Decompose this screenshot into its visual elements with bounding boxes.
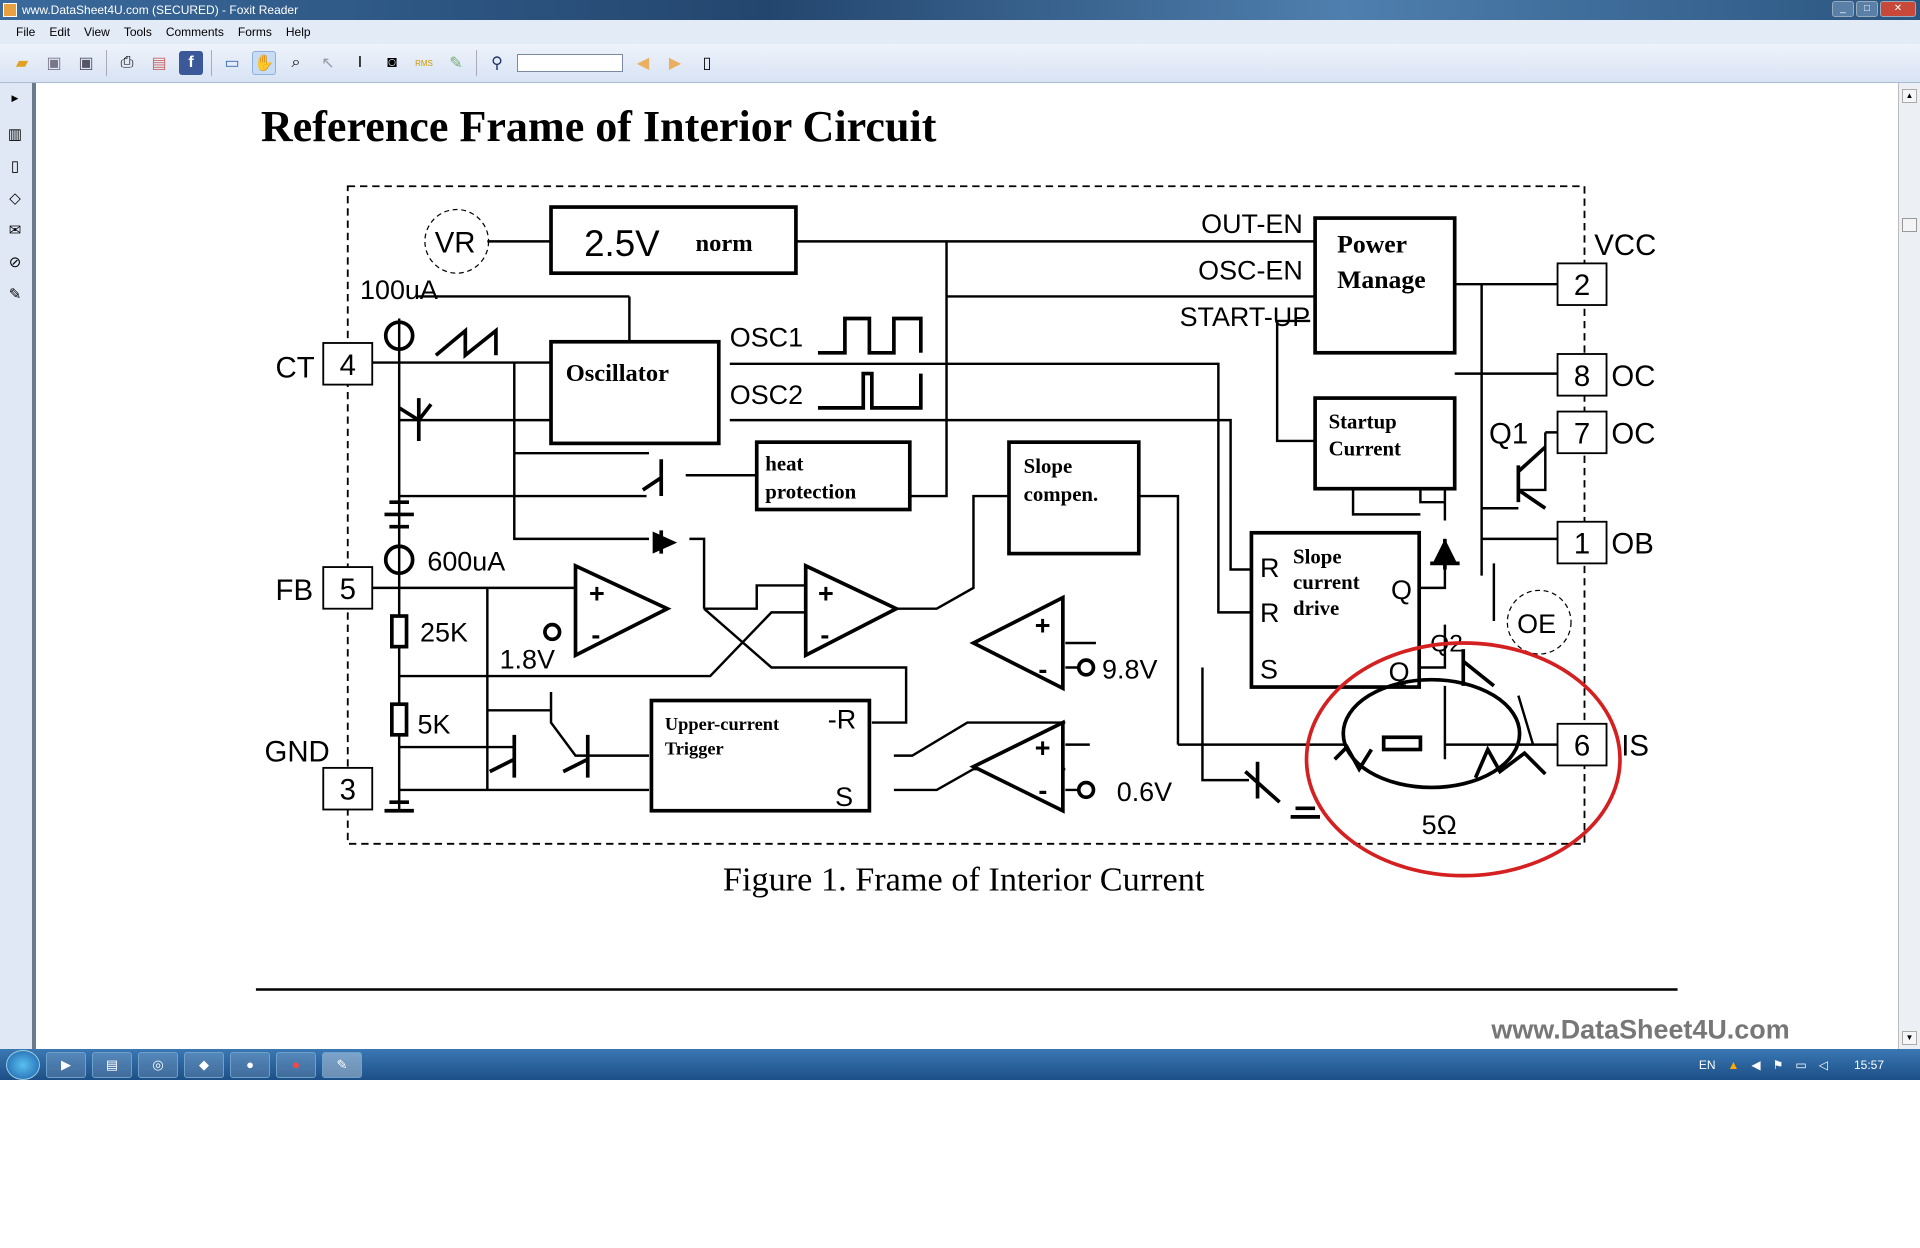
zoom-tool-icon[interactable]: ⌕ (291, 54, 301, 71)
hand-tool-icon[interactable]: ✋ (252, 51, 276, 75)
foxit-reader-window: www.DataSheet4U.com (SECURED) - Foxit Re… (0, 0, 1920, 1080)
vertical-scrollbar[interactable]: ▲ ▼ (1898, 83, 1920, 1049)
layers-icon[interactable]: ◇ (9, 190, 21, 207)
tray-speaker-alert-icon[interactable]: ◀ (1751, 1057, 1761, 1072)
properties-icon[interactable]: ▤ (151, 55, 167, 72)
search-input[interactable] (517, 54, 623, 72)
navigation-sidebar: ▶ ▥ ▯ ◇ ✉ ⊘ ✎ (0, 83, 36, 1049)
toolbar-divider (106, 50, 107, 76)
previous-icon[interactable]: ◀ (636, 55, 650, 72)
signatures-icon[interactable]: ✎ (8, 286, 22, 303)
pages-icon[interactable]: ▯ (10, 158, 20, 175)
expand-arrow-icon[interactable]: ▶ (11, 93, 19, 103)
scroll-thumb[interactable] (1902, 218, 1917, 232)
menu-tools[interactable]: Tools (123, 25, 152, 39)
taskbar-foxit-reader[interactable]: ✎ (322, 1051, 362, 1078)
tray-app-icon[interactable]: ▲ (1727, 1057, 1740, 1072)
facebook-icon[interactable]: f (179, 51, 203, 75)
menu-bar: File Edit View Tools Comments Forms Help (0, 20, 1920, 44)
menu-file[interactable]: File (16, 25, 36, 39)
volume-icon[interactable]: ◁ (1818, 1057, 1828, 1072)
start-button[interactable] (6, 1049, 40, 1080)
print-icon[interactable]: ⎙ (120, 54, 134, 71)
taskbar-media-player[interactable]: ▶ (46, 1051, 86, 1078)
bookmarks-icon[interactable]: ▥ (7, 126, 23, 143)
window-title: www.DataSheet4U.com (SECURED) - Foxit Re… (22, 3, 299, 17)
snapshot-icon[interactable]: ◙ (387, 54, 397, 71)
menu-help[interactable]: Help (285, 25, 311, 39)
next-icon[interactable]: ▶ (668, 55, 682, 72)
minimize-button[interactable]: _ (1832, 1, 1854, 17)
scroll-up-icon[interactable]: ▲ (1902, 89, 1917, 103)
toolbar-divider (476, 50, 477, 76)
scroll-down-icon[interactable]: ▼ (1902, 1031, 1917, 1045)
menu-view[interactable]: View (84, 25, 110, 39)
taskbar: ▶ ▤ ◎ ◆ ● ● ✎ EN ▲ ◀ ⚑ ▭ ◁ 15:57 (0, 1049, 1920, 1080)
open-icon[interactable]: ▰ (15, 55, 29, 72)
toolbar-divider (211, 50, 212, 76)
app-icon (3, 3, 17, 17)
action-center-flag-icon[interactable]: ⚑ (1772, 1057, 1784, 1072)
taskbar-chrome[interactable]: ● (230, 1051, 270, 1078)
language-indicator[interactable]: EN (1698, 1057, 1716, 1072)
attachments-icon[interactable]: ⊘ (8, 254, 22, 271)
maximize-button[interactable]: □ (1856, 1, 1878, 17)
network-icon[interactable]: ▭ (1795, 1057, 1807, 1072)
close-button[interactable]: ✕ (1880, 1, 1916, 17)
system-tray: EN ▲ ◀ ⚑ ▭ ◁ 15:57 (1699, 1049, 1920, 1080)
toolbar: ▰ ▣ ▣ ⎙ ▤ f ▭ ✋ ⌕ ↖ I ◙ RMS ✎ ⚲ ◀ ▶ ▯ (0, 44, 1920, 83)
taskbar-app[interactable]: ◆ (184, 1051, 224, 1078)
menu-forms[interactable]: Forms (237, 25, 272, 39)
text-select-icon[interactable]: I (357, 54, 363, 71)
full-screen-icon[interactable]: ▭ (224, 55, 240, 72)
taskbar-opera[interactable]: ● (276, 1051, 316, 1078)
menu-comments[interactable]: Comments (165, 25, 224, 39)
save-icon[interactable]: ▣ (46, 55, 62, 72)
taskbar-explorer[interactable]: ▤ (92, 1051, 132, 1078)
select-icon[interactable]: ↖ (321, 55, 335, 72)
sign-icon[interactable]: ✎ (449, 55, 463, 72)
menu-edit[interactable]: Edit (49, 25, 71, 39)
document-page (40, 83, 1898, 1049)
title-bar: www.DataSheet4U.com (SECURED) - Foxit Re… (0, 0, 1920, 20)
find-icon[interactable]: ⚲ (491, 55, 503, 72)
clock[interactable]: 15:57 (1853, 1057, 1884, 1072)
taskbar-app[interactable]: ◎ (138, 1051, 178, 1078)
comments-icon[interactable]: ✉ (8, 222, 22, 239)
rms-lock-icon[interactable]: RMS (415, 58, 433, 68)
save-as-icon[interactable]: ▣ (78, 55, 94, 72)
document-icon[interactable]: ▯ (702, 55, 712, 72)
